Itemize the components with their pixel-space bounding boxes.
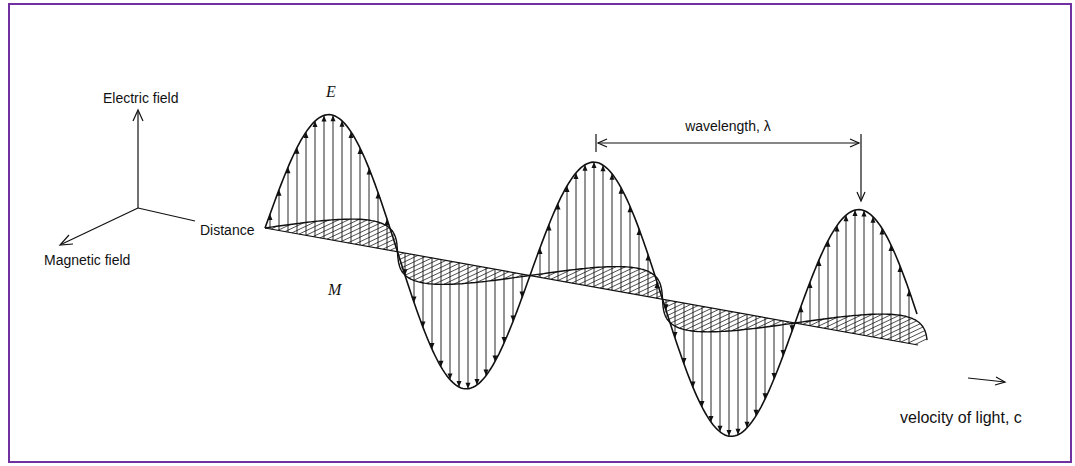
magnetic-hatch xyxy=(614,273,651,291)
electric-vector xyxy=(414,255,415,303)
electric-vector xyxy=(369,168,370,246)
electric-vector xyxy=(720,310,721,432)
electric-vector xyxy=(846,215,847,332)
electric-vector xyxy=(468,264,469,388)
magnetic-hatch xyxy=(915,339,927,345)
electric-vector xyxy=(630,206,631,293)
electric-curve xyxy=(265,115,917,437)
electric-vector xyxy=(549,225,550,279)
magnetic-hatch xyxy=(852,314,892,333)
electric-vector xyxy=(360,148,361,245)
electric-vector xyxy=(441,260,442,367)
electric-vector xyxy=(864,211,865,336)
magnetic-hatch xyxy=(414,262,453,281)
electric-vector xyxy=(855,210,856,334)
magnetic-curve xyxy=(265,219,927,340)
magnetic-hatch xyxy=(671,307,705,323)
electric-vector xyxy=(729,311,730,436)
axis-label: Magnetic field xyxy=(44,252,130,268)
magnetic-hatch xyxy=(887,324,920,340)
wavelength-label: wavelength, λ xyxy=(685,118,771,134)
axis-label: Electric field xyxy=(103,90,178,106)
magnetic-hatch xyxy=(873,318,912,337)
electric-vector xyxy=(693,305,694,388)
electric-vector xyxy=(351,132,352,244)
propagation-axis xyxy=(265,228,918,345)
electric-vector xyxy=(648,255,649,297)
magnetic-hatch xyxy=(607,271,646,290)
electric-vector xyxy=(765,318,766,400)
magnetic-hatch xyxy=(320,219,359,238)
frame-border xyxy=(9,4,1071,462)
electric-vector xyxy=(873,217,874,337)
electric-vector xyxy=(333,115,334,240)
electric-vector xyxy=(747,314,748,427)
magnetic-hatch xyxy=(901,331,925,342)
electric-vector xyxy=(639,229,640,295)
axis-label: Distance xyxy=(200,222,254,238)
magnetic-hatch xyxy=(880,321,917,338)
velocity-arrow xyxy=(968,377,1005,385)
electric-vector xyxy=(567,186,568,282)
electric-vector xyxy=(378,193,379,249)
electric-vector xyxy=(576,173,577,284)
axis-triad xyxy=(60,110,195,245)
wavelength-bracket xyxy=(596,134,865,201)
electric-vector xyxy=(459,263,460,387)
electric-vector xyxy=(810,282,811,326)
electric-vector xyxy=(477,266,478,385)
electric-vector xyxy=(495,269,496,361)
magnetic-hatch xyxy=(679,309,719,328)
electric-vector xyxy=(423,256,424,327)
electric-vector xyxy=(432,258,433,349)
electric-vector xyxy=(585,165,586,285)
electric-vector xyxy=(306,132,307,235)
electric-vector xyxy=(738,313,739,435)
magnetic-hatch xyxy=(586,267,625,286)
magnetic-hatch xyxy=(348,225,386,243)
electric-vector xyxy=(891,245,892,340)
magnetic-hatch xyxy=(621,276,655,292)
em-wave xyxy=(265,115,927,437)
magnetic-hatch xyxy=(405,259,439,275)
electric-vector xyxy=(288,167,289,232)
magnetic-hatch xyxy=(444,267,481,285)
magnetic-hatch xyxy=(668,306,698,320)
electric-vector xyxy=(774,319,775,379)
electric-vector xyxy=(450,261,451,380)
electric-vector xyxy=(909,290,910,343)
electric-vector xyxy=(342,121,343,242)
electric-vector xyxy=(504,271,505,343)
electric-vector xyxy=(711,308,712,422)
electric-vector xyxy=(486,268,487,376)
electric-vector xyxy=(621,188,622,292)
electric-vector xyxy=(558,204,559,281)
magnetic-hatch xyxy=(409,260,446,278)
magnetic-hatch xyxy=(341,223,381,242)
electric-vector xyxy=(819,260,820,327)
electric-vector xyxy=(828,241,829,329)
electric-vector xyxy=(756,316,757,416)
electric-vector xyxy=(603,165,604,288)
magnetic-hatch xyxy=(664,303,684,312)
electric-vector xyxy=(900,266,901,342)
electric-vector xyxy=(324,115,325,238)
magnetic-hatch xyxy=(362,231,392,245)
field-symbol: E xyxy=(326,84,336,100)
velocity-label: velocity of light, c xyxy=(900,408,1022,427)
electric-vector xyxy=(702,306,703,407)
electric-vector xyxy=(837,226,838,331)
electric-vector xyxy=(297,148,298,234)
field-symbol: M xyxy=(328,282,341,298)
electric-vector xyxy=(684,303,685,364)
electric-vector xyxy=(594,162,595,287)
magnetic-hatch xyxy=(908,335,926,344)
electric-vector xyxy=(315,121,316,237)
electric-vector xyxy=(513,272,514,321)
magnetic-hatch xyxy=(376,239,396,248)
electric-vector xyxy=(612,174,613,290)
electric-vector xyxy=(882,228,883,338)
electric-vector xyxy=(279,190,280,231)
